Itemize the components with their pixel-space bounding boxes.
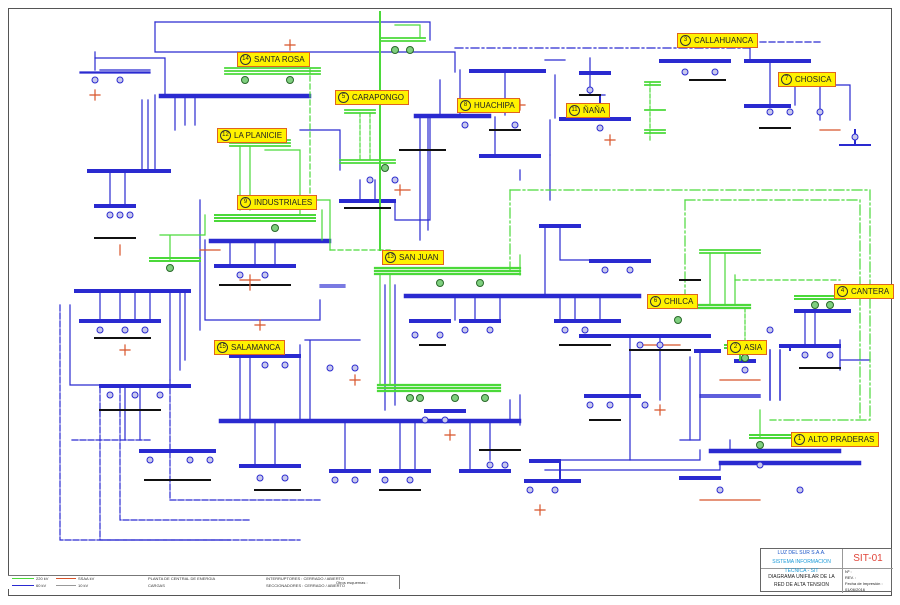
station-name: ASIA — [744, 343, 763, 352]
legend-item: 10 kV — [78, 583, 89, 588]
station-number: 1 — [794, 434, 805, 445]
load-buses — [94, 79, 841, 491]
legend-swatch-green — [12, 578, 34, 579]
drawing-code: SIT-01 — [843, 549, 893, 569]
station-number: 9 — [240, 197, 251, 208]
drawing-description: DIAGRAMA UNIFILAR DE LA RED DE ALTA TENS… — [761, 569, 843, 593]
legend-item: SECCIONADORES : CERRADO / ABIERTO — [266, 583, 345, 588]
station-number: 8 — [460, 100, 471, 111]
legend-swatch-gray — [56, 585, 76, 586]
station-name: CHILCA — [664, 297, 694, 306]
department-name: SISTEMA INFORMACION TECNICA - SIT — [772, 559, 831, 574]
station-name: LA PLANICIE — [234, 131, 283, 140]
meta-number: Nº : — [845, 569, 852, 574]
station-name: ALTO PRADERAS — [808, 435, 875, 444]
station-number: 5 — [338, 92, 349, 103]
description-line: DIAGRAMA UNIFILAR DE LA — [768, 574, 835, 580]
legend-item: 220 kV — [36, 576, 49, 581]
station-name: ÑAÑA — [583, 106, 606, 115]
station-number: 3 — [680, 35, 691, 46]
station-name: HUACHIPA — [474, 101, 515, 110]
station-name: CANTERA — [851, 287, 890, 296]
legend: 220 kV 60 kV SSAA kV 10 kV PLANTA DE CEN… — [8, 575, 400, 589]
station-number: 15 — [217, 342, 228, 353]
station-number: 2 — [730, 342, 741, 353]
legend-item: Otros esquemas : — [336, 580, 368, 585]
station-name: INDUSTRIALES — [254, 198, 313, 207]
transformers — [91, 68, 859, 494]
station-name: SAN JUAN — [399, 253, 439, 262]
company-logo: LUZ DEL SUR S.A.A. SISTEMA INFORMACION T… — [761, 549, 843, 574]
station-number: 4 — [837, 286, 848, 297]
description-line: RED DE ALTA TENSION — [773, 582, 829, 588]
legend-item: CARGAS — [148, 583, 165, 588]
legend-swatch-orange — [56, 578, 76, 579]
load-markers — [89, 39, 841, 516]
station-number: 11 — [569, 105, 580, 116]
generator-transformers — [166, 46, 834, 449]
station-number: 12 — [220, 130, 231, 141]
drawing-metadata: Nº : REV. : Fecha de Impresión : 01/06/2… — [843, 569, 893, 593]
station-number: 6 — [650, 296, 661, 307]
legend-swatch-blue — [12, 585, 34, 586]
green-lines — [149, 11, 871, 439]
company-name: LUZ DEL SUR S.A.A. — [777, 550, 826, 556]
station-name: SALAMANCA — [231, 343, 281, 352]
meta-print-date: Fecha de Impresión : 01/06/2016 — [845, 581, 883, 592]
station-number: 13 — [385, 252, 396, 263]
station-number: 14 — [240, 54, 251, 65]
station-name: SANTA ROSA — [254, 55, 305, 64]
legend-item: INTERRUPTORES : CERRADO / ABIERTO — [266, 576, 345, 581]
legend-item: 60 kV — [36, 583, 47, 588]
title-block: LUZ DEL SUR S.A.A. SISTEMA INFORMACION T… — [760, 548, 893, 593]
meta-revision: REV. : — [845, 575, 857, 580]
station-name: CHOSICA — [795, 75, 832, 84]
station-name: CARAPONGO — [352, 93, 405, 102]
legend-item: SSAA kV — [78, 576, 95, 581]
station-name: CALLAHUANCA — [694, 36, 754, 45]
station-number: 7 — [781, 74, 792, 85]
hv-lines — [59, 21, 871, 541]
legend-item: PLANTA DE CENTRAL DE ENERGIA — [148, 576, 216, 581]
